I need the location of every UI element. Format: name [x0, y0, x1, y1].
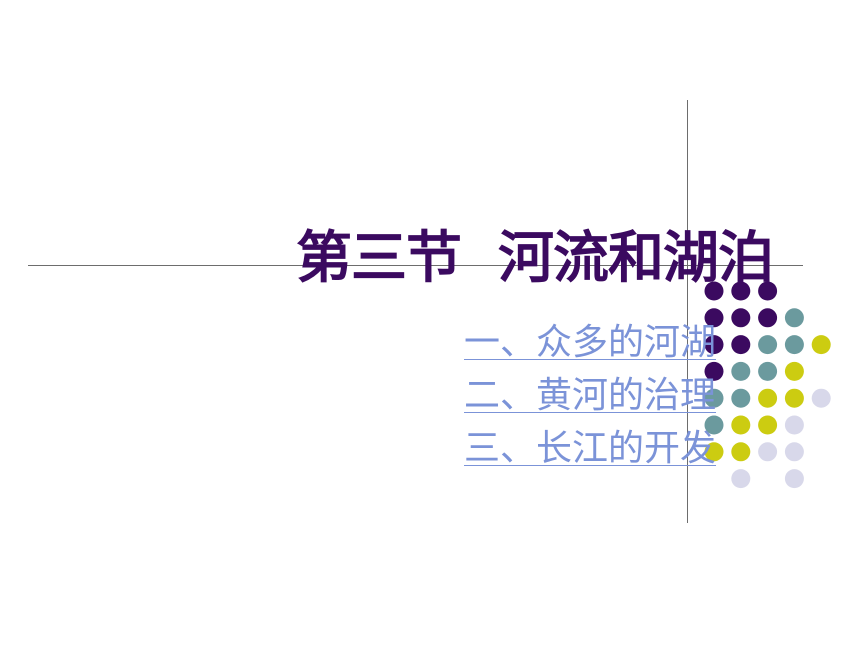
decor-dot-teal — [758, 361, 778, 381]
decor-dot-lavender — [758, 442, 778, 462]
decor-dot-yellow — [758, 415, 778, 435]
decor-dot-teal — [704, 388, 724, 408]
decor-dot-teal — [758, 335, 778, 355]
decor-dot-purple — [704, 281, 724, 301]
horizontal-rule — [28, 265, 803, 266]
decor-dot-purple — [704, 335, 724, 355]
decor-dot-lavender — [811, 388, 831, 408]
section-link-yangtze-river[interactable]: 三、长江的开发 — [464, 428, 717, 469]
decor-dot-yellow — [811, 335, 831, 355]
vertical-rule — [687, 100, 688, 523]
decor-dot-yellow — [731, 415, 751, 435]
decor-dot-purple — [758, 308, 778, 328]
decor-dot-purple — [704, 361, 724, 381]
decor-dot-purple — [731, 281, 751, 301]
decor-dot-yellow — [758, 388, 778, 408]
decor-dot-lavender — [784, 442, 804, 462]
section-link-rivers-lakes[interactable]: 一、众多的河湖 — [464, 322, 717, 363]
decor-dot-teal — [731, 361, 751, 381]
decor-dot-purple — [758, 281, 778, 301]
decor-dot-purple — [731, 308, 751, 328]
decor-dot-teal — [784, 308, 804, 328]
decor-dot-teal — [784, 335, 804, 355]
decor-dot-lavender — [784, 469, 804, 489]
decor-dot-lavender — [731, 469, 751, 489]
decor-dot-yellow — [704, 442, 724, 462]
decor-dot-purple — [704, 308, 724, 328]
decor-dot-purple — [731, 335, 751, 355]
slide-title: 第三节 河流和湖泊 — [296, 226, 774, 291]
decor-dot-teal — [704, 415, 724, 435]
decor-dot-yellow — [731, 442, 751, 462]
decor-dot-teal — [731, 388, 751, 408]
section-link-list: 一、众多的河湖 二、黄河的治理 三、长江的开发 — [464, 316, 716, 475]
decor-dot-lavender — [784, 415, 804, 435]
decor-dot-yellow — [784, 388, 804, 408]
decor-dot-yellow — [784, 361, 804, 381]
section-link-yellow-river[interactable]: 二、黄河的治理 — [464, 375, 717, 416]
